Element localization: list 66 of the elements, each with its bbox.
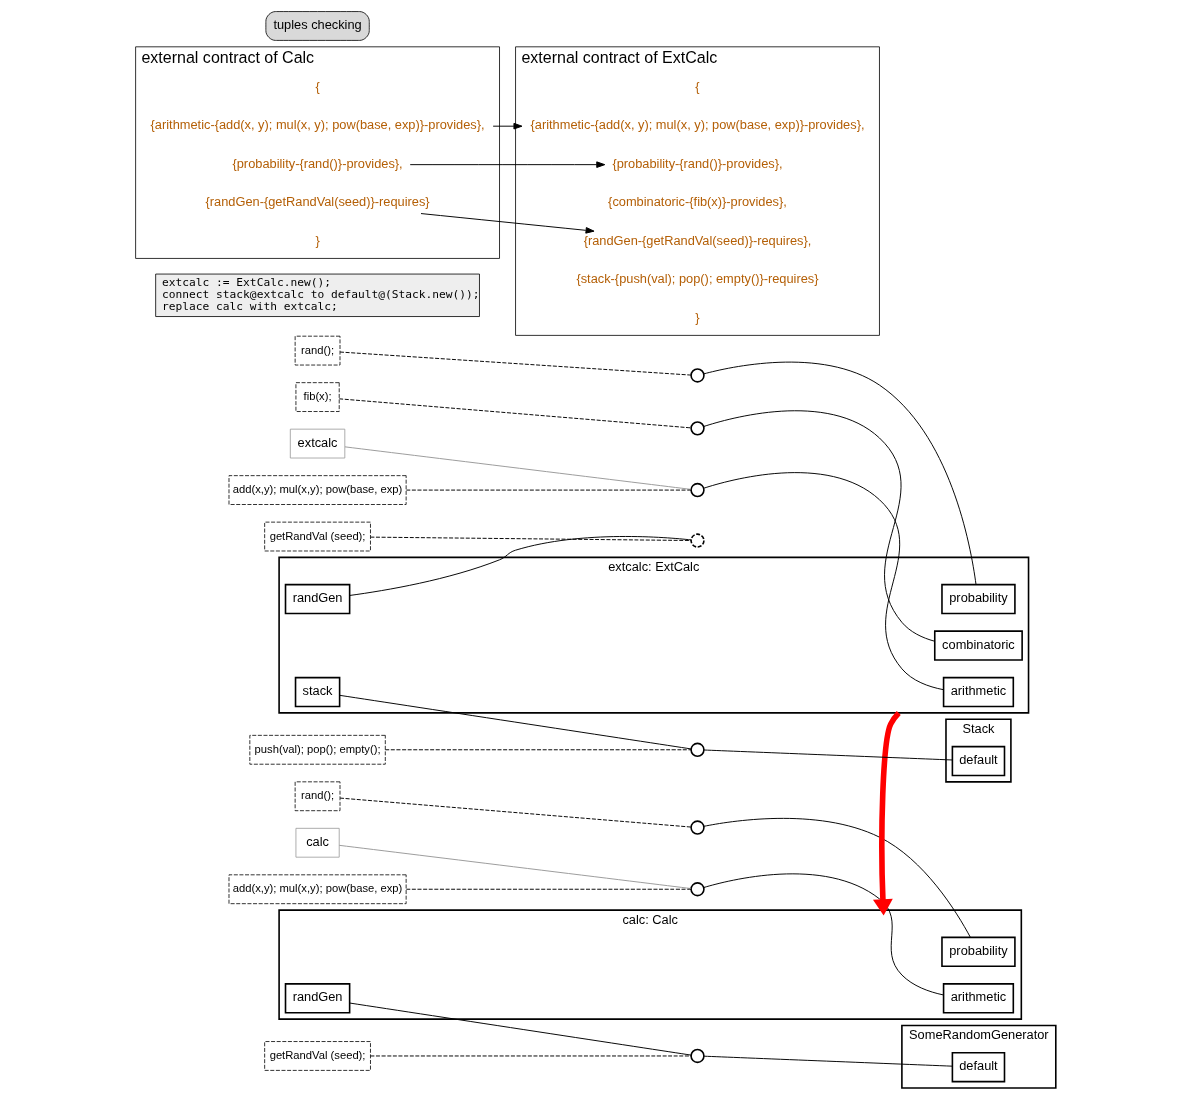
connector [339, 694, 692, 750]
node-circle [690, 482, 705, 498]
node-text: {stack-{push(val); pop(); empty()}-requires} [576, 271, 819, 287]
connector [384, 749, 692, 751]
node-circle [690, 820, 705, 835]
node-box: tuples checking [265, 11, 370, 41]
node-box: arithmetic [942, 983, 1015, 1014]
node-box: randGen [284, 983, 351, 1014]
node-box: randGen [284, 583, 351, 615]
node-text: {arithmetic-{add(x, y); mul(x, y); pow(base, exp)}-provides}, [150, 117, 485, 133]
arrow [492, 122, 523, 130]
connector [703, 410, 936, 642]
connector [703, 1055, 953, 1067]
node-box: add(x,y); mul(x,y); pow(base, exp) [228, 475, 407, 505]
connector [405, 888, 692, 890]
node-box: probability [941, 583, 1016, 615]
node-text: {arithmetic-{add(x, y); mul(x, y); pow(base, exp)}-provides}, [530, 117, 865, 133]
node-text: {combinatoric-{fib(x)}-provides}, [608, 194, 787, 210]
node-arc [690, 533, 705, 548]
node-text: } [315, 232, 320, 248]
node-text: } [695, 309, 700, 325]
arrow [420, 213, 595, 234]
connector [405, 489, 692, 491]
node-box: add(x,y); mul(x,y); pow(base, exp) [228, 874, 407, 905]
arrow [872, 711, 901, 916]
connector [339, 797, 692, 828]
node-box: getRandVal (seed); [264, 521, 371, 552]
node-box: getRandVal (seed); [264, 1041, 371, 1071]
node-box: combinatoric [933, 630, 1023, 661]
connector [349, 536, 692, 596]
connector [349, 1002, 692, 1056]
node-box: push(val); pop(); empty(); [249, 734, 386, 765]
node-circle [690, 368, 705, 383]
connector [339, 351, 692, 376]
node-box: calc [295, 827, 340, 858]
node-circle [690, 1048, 705, 1064]
node-box: arithmetic [942, 676, 1015, 708]
node-text: { [315, 78, 320, 94]
node-box: stack [294, 676, 341, 708]
node-text: {probability-{rand()}-provides}, [612, 155, 783, 171]
connector [370, 536, 692, 541]
node-text: {randGen-{getRandVal(seed)}-requires}, [583, 232, 812, 248]
node-text: { [695, 78, 700, 94]
node-box: default [951, 1051, 1006, 1083]
node-box: default [951, 745, 1006, 777]
node-box: probability [941, 936, 1016, 967]
connector [703, 361, 977, 585]
node-text: {randGen-{getRandVal(seed)}-requires} [205, 194, 430, 210]
node-box: rand(); [294, 335, 341, 366]
connector [370, 1055, 692, 1057]
node-box: extcalc [289, 428, 346, 459]
connector [703, 817, 971, 938]
node-box: rand(); [294, 781, 341, 812]
connector [703, 472, 944, 691]
node-box: fib(x); [295, 382, 340, 412]
connector [703, 873, 944, 996]
node-circle [690, 421, 705, 436]
node-text: {probability-{rand()}-provides}, [232, 155, 403, 171]
node-circle [690, 882, 705, 897]
arrow [409, 161, 606, 168]
connector [344, 446, 692, 490]
node-circle [690, 742, 705, 757]
connector [703, 749, 953, 761]
node-box: extcalc := ExtCalc.new(); connect stack@extcalc to default@(Stack.new()); replace calc with extcalc; [155, 273, 480, 317]
connector [338, 844, 692, 890]
connector [338, 398, 692, 429]
